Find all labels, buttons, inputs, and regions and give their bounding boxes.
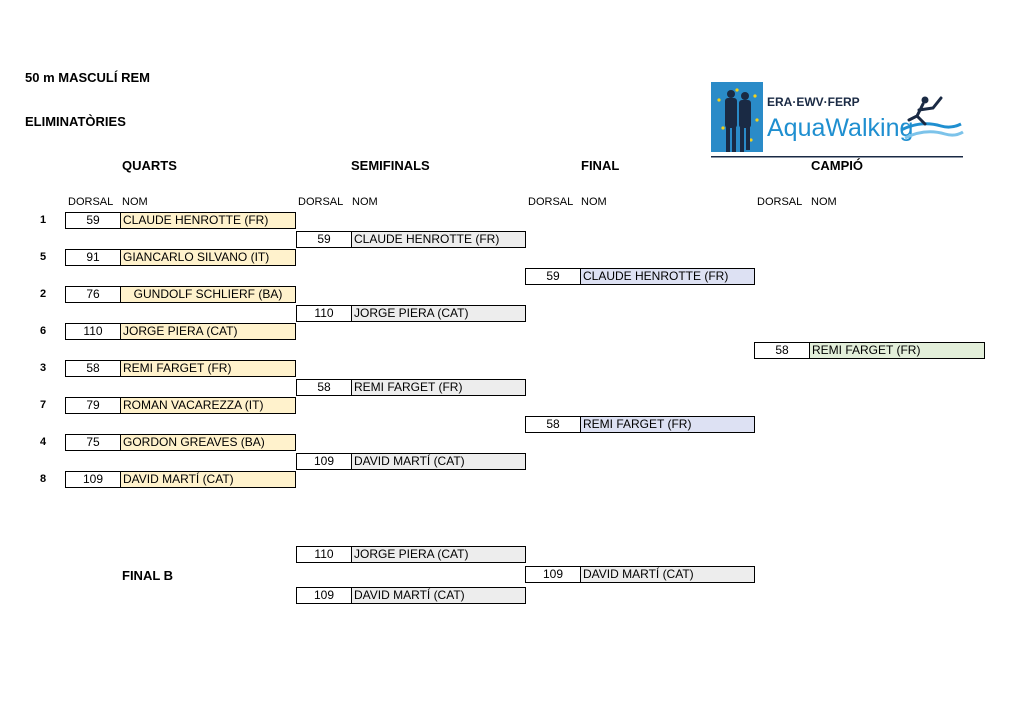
quarterfinal-entry: 75 GORDON GREAVES (BA)	[65, 434, 296, 451]
dorsal-value: 110	[297, 306, 352, 321]
col-header-nom: NOM	[811, 196, 837, 208]
athlete-name: DAVID MARTÍ (CAT)	[581, 567, 754, 582]
seed-number: 3	[39, 362, 47, 374]
quarterfinal-entry: 58 REMI FARGET (FR)	[65, 360, 296, 377]
quarterfinal-entry: 110 JORGE PIERA (CAT)	[65, 323, 296, 340]
col-header-nom: NOM	[352, 196, 378, 208]
seed-number: 6	[39, 325, 47, 337]
dorsal-value: 58	[297, 380, 352, 395]
quarterfinal-entry: 91 GIANCARLO SILVANO (IT)	[65, 249, 296, 266]
final-b-entry: 110 JORGE PIERA (CAT)	[296, 546, 526, 563]
athlete-name: CLAUDE HENROTTE (FR)	[581, 269, 754, 284]
quarterfinal-entry: 59 CLAUDE HENROTTE (FR)	[65, 212, 296, 229]
champion-entry: 58 REMI FARGET (FR)	[754, 342, 985, 359]
athlete-name: JORGE PIERA (CAT)	[352, 306, 525, 321]
round-header-champion: CAMPIÓ	[811, 158, 863, 173]
athlete-name: DAVID MARTÍ (CAT)	[352, 454, 525, 469]
round-header-semifinals: SEMIFINALS	[351, 158, 430, 173]
col-header-nom: NOM	[581, 196, 607, 208]
seed-number: 5	[39, 251, 47, 263]
dorsal-value: 110	[66, 324, 121, 339]
aquawalking-logo: ERA·EWV·FERP AquaWalking	[711, 82, 964, 158]
athlete-name: JORGE PIERA (CAT)	[352, 547, 525, 562]
final-b-entry: 109 DAVID MARTÍ (CAT)	[296, 587, 526, 604]
seed-number: 7	[39, 399, 47, 411]
athlete-name: REMI FARGET (FR)	[121, 361, 295, 376]
dorsal-value: 79	[66, 398, 121, 413]
athlete-name: CLAUDE HENROTTE (FR)	[352, 232, 525, 247]
seed-number: 8	[39, 473, 47, 485]
final-b-winner-entry: 109 DAVID MARTÍ (CAT)	[525, 566, 755, 583]
athlete-name: JORGE PIERA (CAT)	[121, 324, 295, 339]
logo-text-main: AquaWalking	[767, 114, 913, 142]
athlete-name: ROMAN VACAREZZA (IT)	[121, 398, 295, 413]
athlete-name: DAVID MARTÍ (CAT)	[121, 472, 295, 487]
dorsal-value: 59	[66, 213, 121, 228]
dorsal-value: 59	[526, 269, 581, 284]
page-title: 50 m MASCULÍ REM	[25, 70, 150, 85]
athlete-name: GUNDOLF SCHLIERF (BA)	[121, 287, 295, 302]
athlete-name: GORDON GREAVES (BA)	[121, 435, 295, 450]
dorsal-value: 59	[297, 232, 352, 247]
final-entry: 59 CLAUDE HENROTTE (FR)	[525, 268, 755, 285]
seed-number: 4	[39, 436, 47, 448]
athlete-name: DAVID MARTÍ (CAT)	[352, 588, 525, 603]
final-b-label: FINAL B	[122, 568, 174, 583]
semifinal-entry: 59 CLAUDE HENROTTE (FR)	[296, 231, 526, 248]
page-subtitle: ELIMINATÒRIES	[25, 114, 126, 129]
semifinal-entry: 110 JORGE PIERA (CAT)	[296, 305, 526, 322]
quarterfinal-entry: 76 GUNDOLF SCHLIERF (BA)	[65, 286, 296, 303]
dorsal-value: 76	[66, 287, 121, 302]
athlete-name: CLAUDE HENROTTE (FR)	[121, 213, 295, 228]
logo-text-top: ERA·EWV·FERP	[767, 95, 860, 109]
dorsal-value: 109	[297, 588, 352, 603]
dorsal-value: 109	[526, 567, 581, 582]
quarterfinal-entry: 109 DAVID MARTÍ (CAT)	[65, 471, 296, 488]
col-header-dorsal: DORSAL	[757, 196, 803, 208]
dorsal-value: 91	[66, 250, 121, 265]
quarterfinal-entry: 79 ROMAN VACAREZZA (IT)	[65, 397, 296, 414]
seed-number: 2	[39, 288, 47, 300]
round-header-quarts: QUARTS	[122, 158, 177, 173]
round-header-final: FINAL	[581, 158, 620, 173]
athlete-name: REMI FARGET (FR)	[581, 417, 754, 432]
col-header-dorsal: DORSAL	[68, 196, 114, 208]
col-header-dorsal: DORSAL	[528, 196, 574, 208]
dorsal-value: 58	[526, 417, 581, 432]
semifinal-entry: 109 DAVID MARTÍ (CAT)	[296, 453, 526, 470]
dorsal-value: 58	[755, 343, 810, 358]
col-header-dorsal: DORSAL	[298, 196, 344, 208]
dorsal-value: 75	[66, 435, 121, 450]
dorsal-value: 109	[66, 472, 121, 487]
dorsal-value: 110	[297, 547, 352, 562]
athlete-name: REMI FARGET (FR)	[810, 343, 984, 358]
semifinal-entry: 58 REMI FARGET (FR)	[296, 379, 526, 396]
final-entry: 58 REMI FARGET (FR)	[525, 416, 755, 433]
seed-number: 1	[39, 214, 47, 226]
col-header-nom: NOM	[122, 196, 148, 208]
athlete-name: GIANCARLO SILVANO (IT)	[121, 250, 295, 265]
dorsal-value: 109	[297, 454, 352, 469]
dorsal-value: 58	[66, 361, 121, 376]
athlete-name: REMI FARGET (FR)	[352, 380, 525, 395]
